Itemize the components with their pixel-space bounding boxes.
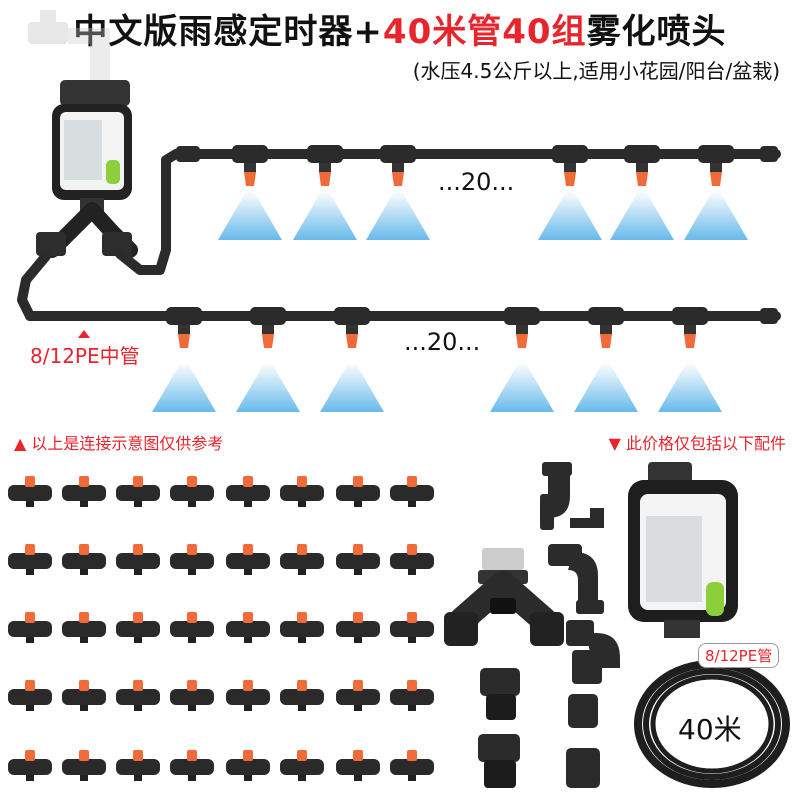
faucet-icon [28,10,110,80]
top-row-ellipsis: ...20... [438,168,515,196]
nozzle-tee-part [336,750,380,781]
nozzle-tee-part [116,680,160,711]
title-highlight: 40米管40组 [382,12,587,52]
nozzle-tee-part [390,612,434,643]
nozzle-tee-part [226,680,270,711]
nozzle-tee-part [8,612,52,643]
pe-pipe-label: 8/12PE中管 [30,344,140,368]
nozzle-tee-part [62,476,106,507]
nozzle-tee-part [116,750,160,781]
nozzle-tee-part [116,612,160,643]
bottom-row-nozzles [166,307,778,348]
nozzle-tee-part [280,612,324,643]
nozzle-tee-part [336,476,380,507]
pe-label-arrow [78,330,90,338]
nozzle-tee-part [390,680,434,711]
page-title: 中文版雨感定时器+40米管40组雾化喷头 [0,4,800,53]
nozzle-tee-part [8,544,52,575]
bottom-row-ellipsis: ...20... [404,328,481,356]
y-splitter-part [444,548,564,646]
nozzle-tee-part [116,476,160,507]
tube-type-label: 8/12PE管 [698,643,780,668]
nozzle-tee-part [226,750,270,781]
quick-connectors [478,668,600,788]
nozzle-tee-part [280,544,324,575]
nozzle-tee-part [170,750,214,781]
top-row-nozzles [176,145,778,186]
subtitle: (水压4.5公斤以上,适用小花园/阳台/盆栽) [412,59,780,83]
nozzle-grid [8,476,434,781]
nozzle-tee-part [280,680,324,711]
package-note: ▼ 此价格仅包括以下配件 [608,434,786,453]
nozzle-tee-part [280,750,324,781]
nozzle-tee-part [226,476,270,507]
timer-device-diagram [52,80,132,212]
nozzle-tee-part [62,612,106,643]
nozzle-tee-part [390,750,434,781]
nozzle-tee-part [116,544,160,575]
nozzle-tee-part [62,680,106,711]
y-splitter-diagram [36,202,138,258]
nozzle-tee-part [336,680,380,711]
nozzle-tee-part [170,544,214,575]
diagram-note: ▲ 以上是连接示意图仅供参考 [14,434,224,453]
nozzle-tee-part [226,612,270,643]
nozzle-tee-part [170,612,214,643]
nozzle-tee-part [8,476,52,507]
nozzle-tee-part [8,680,52,711]
nozzle-tee-part [390,476,434,507]
nozzle-tee-part [62,544,106,575]
bottom-row-sprays [152,362,722,412]
nozzle-tee-part [226,544,270,575]
tube-length-label: 40米 [678,713,742,746]
nozzle-tee-part [280,476,324,507]
top-row-sprays [218,190,748,240]
timer-part [628,462,738,638]
nozzle-tee-part [170,680,214,711]
nozzle-tee-part [170,476,214,507]
nozzle-tee-part [62,750,106,781]
title-part3: 雾化喷头 [586,12,727,52]
elbow-fittings [540,462,620,684]
nozzle-tee-part [336,544,380,575]
title-part1: 中文版雨感定时器+ [73,12,383,52]
nozzle-tee-part [8,750,52,781]
nozzle-tee-part [336,612,380,643]
nozzle-tee-part [390,544,434,575]
